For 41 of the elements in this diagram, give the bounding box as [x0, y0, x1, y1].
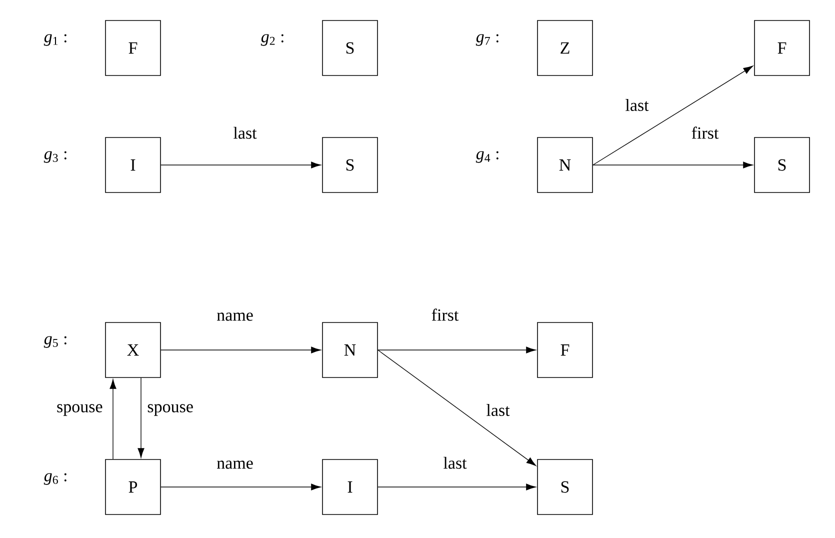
letter-box: S — [322, 137, 378, 193]
graph-label: g$_{2}$ : — [260, 34, 284, 46]
letter-box: P — [105, 459, 161, 515]
graph-label: g$_{5}$ : — [44, 336, 66, 348]
arrow — [160, 484, 321, 490]
arrow — [160, 162, 321, 168]
letter-box: Z — [537, 20, 593, 76]
letter-box: S — [322, 20, 378, 76]
edge-label: name — [217, 312, 253, 321]
letter-box: N — [322, 322, 378, 378]
edge-label: spouse — [57, 404, 102, 416]
letter-box: F — [105, 20, 161, 76]
letter-box: S — [754, 137, 810, 193]
graph-label: g$_{7}$ : — [476, 34, 498, 46]
letter-box: I — [105, 137, 161, 193]
letter-box: N — [537, 137, 593, 193]
graph-label: g$_{4}$ : — [476, 151, 498, 163]
arrow — [378, 346, 536, 354]
letter-box: F — [754, 20, 810, 76]
edge-label: name — [217, 460, 253, 469]
letter-box: I — [322, 459, 378, 515]
edge-label: last — [486, 404, 510, 416]
edge-label: last — [444, 456, 467, 469]
edge-label: spouse — [148, 404, 193, 416]
arrow — [138, 378, 144, 458]
graph-label: g$_{1}$ : — [44, 34, 66, 46]
arrow — [160, 346, 321, 354]
letter-box: F — [537, 322, 593, 378]
letter-box: S — [537, 459, 593, 515]
arrow — [592, 66, 754, 166]
graph-label: g$_{3}$ : — [44, 151, 66, 163]
arrow — [378, 350, 536, 466]
graph-label: g$_{6}$ : — [44, 473, 66, 485]
arrow — [378, 484, 536, 490]
edge-label: last — [626, 99, 649, 111]
edge-label: first — [692, 126, 719, 139]
arrow — [592, 162, 753, 168]
letter-box: X — [105, 322, 161, 378]
arrow — [110, 379, 116, 460]
edge-label: first — [432, 308, 459, 321]
edge-label: last — [234, 126, 257, 139]
